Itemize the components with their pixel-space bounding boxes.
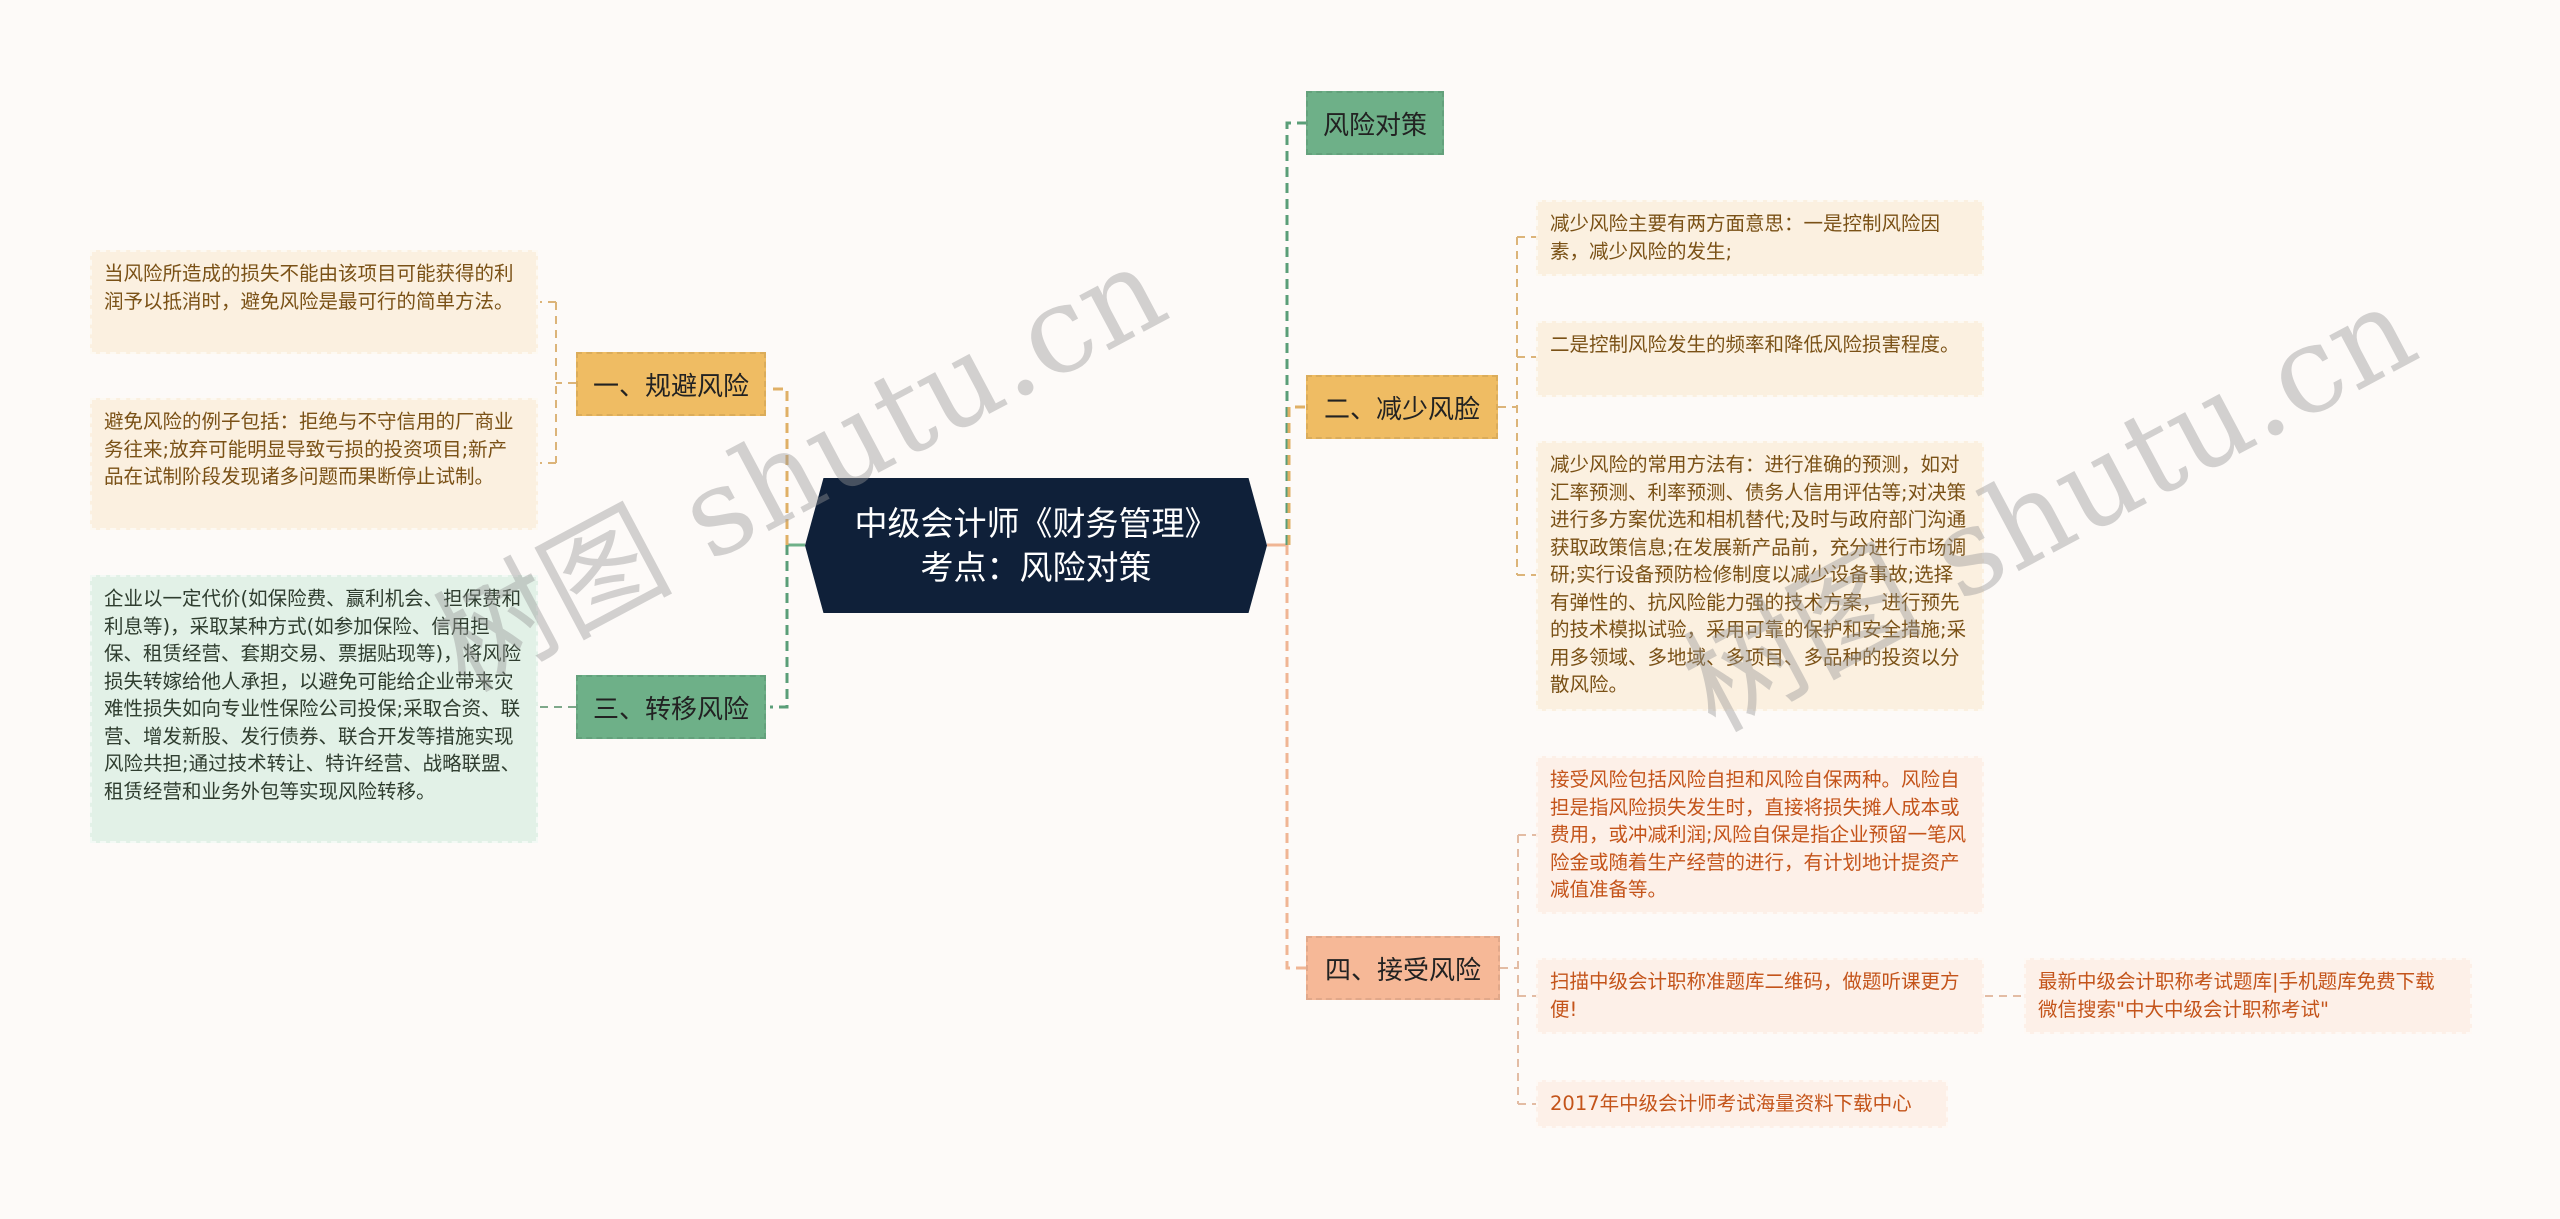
leaf-avoid-risk-2[interactable]: 避免风险的例子包括：拒绝与不守信用的厂商业务往来;放弃可能明显导致亏损的投资项目… (90, 398, 538, 530)
leaf-text: 2017年中级会计师考试海量资料下载中心 (1550, 1092, 1912, 1115)
leaf-transfer-risk-1[interactable]: 企业以一定代价(如保险费、赢利机会、担保费和利息等)，采取某种方式(如参加保险、… (90, 575, 538, 843)
leaf-text: 企业以一定代价(如保险费、赢利机会、担保费和利息等)，采取某种方式(如参加保险、… (104, 587, 522, 803)
topic-avoid-risk[interactable]: 一、规避风险 (576, 352, 766, 416)
leaf-accept-risk-download[interactable]: 2017年中级会计师考试海量资料下载中心 (1536, 1080, 1948, 1128)
topic-accept-risk[interactable]: 四、接受风险 (1306, 936, 1500, 1000)
leaf-text: 扫描中级会计职称准题库二维码，做题听课更方便! (1550, 970, 1960, 1021)
topic-reduce-risk[interactable]: 二、减少风脸 (1306, 375, 1498, 439)
leaf-text: 最新中级会计职称考试题库|手机题库免费下载 微信搜索"中大中级会计职称考试" (2038, 970, 2435, 1021)
leaf-reduce-risk-2[interactable]: 二是控制风险发生的频率和降低风险损害程度。 (1536, 321, 1984, 397)
topic-transfer-risk[interactable]: 三、转移风险 (576, 675, 766, 739)
leaf-accept-risk-qr[interactable]: 扫描中级会计职称准题库二维码，做题听课更方便! (1536, 958, 1984, 1034)
leaf-text: 二是控制风险发生的频率和降低风险损害程度。 (1550, 333, 1960, 356)
topic-risk-strategy[interactable]: 风险对策 (1306, 91, 1444, 155)
topic-risk-strategy-label: 风险对策 (1322, 110, 1427, 141)
leaf-avoid-risk-1[interactable]: 当风险所造成的损失不能由该项目可能获得的利润予以抵消时，避免风险是最可行的简单方… (90, 250, 538, 354)
root-node[interactable]: 中级会计师《财务管理》 考点：风险对策 (805, 478, 1267, 613)
leaf-reduce-risk-3[interactable]: 减少风险的常用方法有：进行准确的预测，如对汇率预测、利率预测、债务人信用评估等;… (1536, 441, 1984, 711)
topic-transfer-risk-label: 三、转移风险 (592, 694, 749, 725)
leaf-text: 减少风险的常用方法有：进行准确的预测，如对汇率预测、利率预测、债务人信用评估等;… (1550, 453, 1967, 696)
leaf-text: 减少风险主要有两方面意思：一是控制风险因素，减少风险的发生; (1550, 212, 1941, 263)
leaf-accept-risk-1[interactable]: 接受风险包括风险自担和风险自保两种。风险自担是指风险损失发生时，直接将损失摊人成… (1536, 756, 1984, 914)
root-title-line1: 中级会计师《财务管理》 (854, 503, 1218, 543)
leaf-text: 接受风险包括风险自担和风险自保两种。风险自担是指风险损失发生时，直接将损失摊人成… (1550, 768, 1967, 901)
topic-accept-risk-label: 四、接受风险 (1324, 955, 1481, 986)
leaf-reduce-risk-1[interactable]: 减少风险主要有两方面意思：一是控制风险因素，减少风险的发生; (1536, 200, 1984, 276)
topic-reduce-risk-label: 二、减少风脸 (1323, 394, 1480, 425)
leaf-text: 当风险所造成的损失不能由该项目可能获得的利润予以抵消时，避免风险是最可行的简单方… (104, 262, 514, 313)
leaf-text: 避免风险的例子包括：拒绝与不守信用的厂商业务往来;放弃可能明显导致亏损的投资项目… (104, 410, 514, 488)
topic-avoid-risk-label: 一、规避风险 (592, 371, 749, 402)
leaf-accept-risk-sub[interactable]: 最新中级会计职称考试题库|手机题库免费下载 微信搜索"中大中级会计职称考试" (2024, 958, 2472, 1034)
root-title-line2: 考点：风险对策 (920, 547, 1152, 587)
